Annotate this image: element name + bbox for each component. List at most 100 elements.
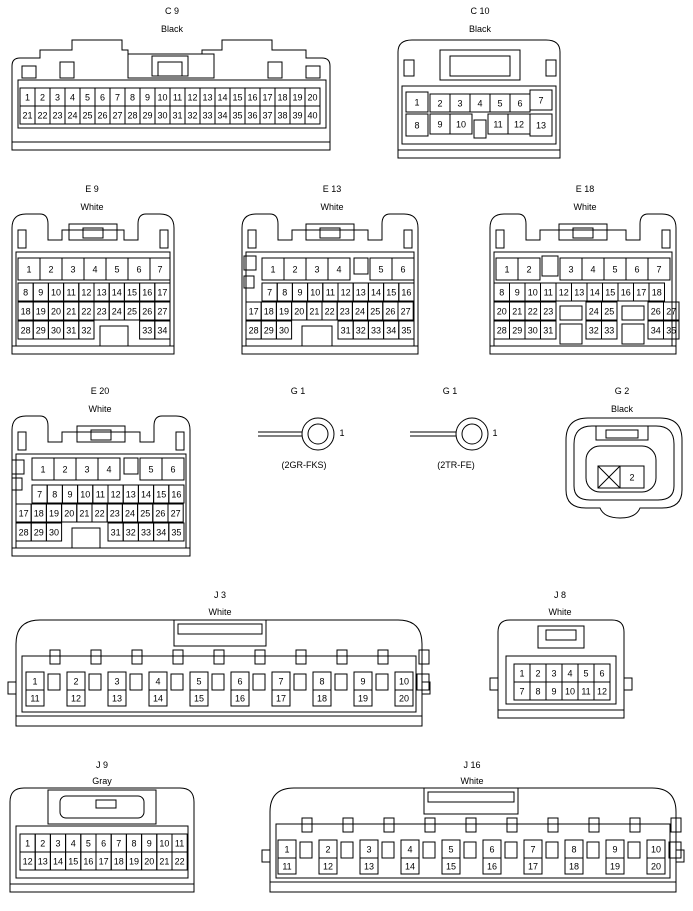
pin-number: 30 — [51, 326, 61, 336]
j9-name: J 9 — [95, 760, 108, 770]
c10-name: C 10 — [470, 6, 490, 16]
pin-number: 7 — [278, 677, 283, 687]
pin-number: 15 — [605, 288, 615, 298]
outline-rect — [541, 255, 559, 277]
pin-number: 9 — [551, 687, 556, 697]
pin-number: 28 — [497, 326, 507, 336]
pin-number: 12 — [71, 694, 81, 704]
ring-outer — [301, 417, 335, 451]
pin-number: 20 — [651, 862, 661, 872]
outline-rect — [17, 229, 27, 249]
outline-rect — [424, 817, 436, 833]
pin-number: 18 — [569, 862, 579, 872]
outline-rect — [172, 649, 184, 665]
pin-number: 6 — [100, 93, 105, 103]
pin-number: 32 — [187, 111, 197, 121]
pin-number: 3 — [457, 99, 462, 109]
pin-number: 12 — [514, 120, 524, 130]
outline-rect — [21, 655, 417, 713]
outline-rect — [495, 229, 505, 249]
outline-rect — [168, 522, 185, 542]
pin-number: 8 — [282, 288, 287, 298]
outline-rect — [398, 320, 415, 340]
pin-number: 17 — [528, 862, 538, 872]
pin-number: 9 — [38, 288, 43, 298]
e9-name: E 9 — [85, 184, 99, 194]
pin-number: 2 — [73, 677, 78, 687]
outline-rect — [131, 649, 143, 665]
pin-number: 21 — [66, 307, 76, 317]
outline-rect — [627, 841, 641, 859]
pin-number: 34 — [217, 111, 227, 121]
outline-rect — [319, 227, 341, 239]
pin-number: 14 — [371, 288, 381, 298]
pin-number: 20 — [294, 307, 304, 317]
g1b-pin: 1 — [492, 428, 498, 438]
pin-number: 32 — [126, 528, 136, 538]
pin-number: 27 — [157, 307, 167, 317]
e20-name: E 20 — [90, 386, 110, 396]
pin-number: 31 — [172, 111, 182, 121]
outline-rect — [545, 629, 577, 641]
outline-rect — [97, 457, 121, 481]
outline-rect — [68, 223, 118, 241]
outline-rect — [243, 255, 257, 271]
outline-rect — [547, 817, 559, 833]
outline-rect — [167, 503, 184, 523]
ring-outer — [455, 417, 489, 451]
pin-number: 15 — [232, 93, 242, 103]
pin-number: 16 — [142, 288, 152, 298]
pin-number: 10 — [528, 288, 538, 298]
pin-number: 17 — [19, 509, 29, 519]
pin-number: 18 — [21, 307, 31, 317]
outline-rect — [261, 849, 271, 863]
pin-number: 2 — [40, 93, 45, 103]
outline-path — [397, 39, 561, 159]
terminal-g1-2gr-fks — [258, 417, 335, 451]
e13-name: E 13 — [322, 184, 342, 194]
pin-number: 13 — [574, 288, 584, 298]
pin-number: 11 — [581, 687, 590, 697]
outline-rect — [421, 681, 431, 695]
outline-rect — [47, 673, 61, 691]
pin-number: 15 — [446, 862, 456, 872]
outline-rect — [336, 649, 348, 665]
outline-rect — [213, 649, 225, 665]
pin-number: 20 — [497, 307, 507, 317]
outline-rect — [359, 857, 379, 875]
outline-rect — [95, 799, 117, 809]
pin-number: 21 — [79, 509, 89, 519]
outline-rect — [623, 677, 633, 691]
pin-number: 35 — [232, 111, 242, 121]
outline-rect — [90, 429, 112, 441]
pin-number: 1 — [32, 677, 37, 687]
outline-rect — [545, 841, 559, 859]
pin-number: 32 — [81, 326, 91, 336]
e20-color: White — [88, 404, 112, 414]
pin-number: 29 — [142, 111, 152, 121]
pin-number: 31 — [66, 326, 76, 336]
pin-number: 23 — [97, 307, 107, 317]
pin-number: 12 — [597, 687, 607, 697]
outline-rect — [170, 673, 184, 691]
pin-number: 25 — [604, 307, 614, 317]
pin-number: 4 — [590, 265, 595, 275]
outline-rect — [159, 229, 169, 249]
outline-rect — [293, 673, 307, 691]
pin-number: 1 — [25, 93, 30, 103]
pin-number: 13 — [356, 288, 366, 298]
pin-number: 24 — [355, 307, 365, 317]
outline-path — [11, 213, 175, 355]
pin-number: 1 — [40, 465, 45, 475]
pin-number: 7 — [115, 93, 120, 103]
pin-number: 34 — [156, 528, 166, 538]
pin-number: 5 — [448, 845, 453, 855]
outline-rect — [529, 113, 553, 137]
outline-rect — [559, 305, 583, 321]
g1a-note: (2GR-FKS) — [281, 460, 327, 470]
pin-number: 25 — [127, 307, 137, 317]
pin-number: 11 — [175, 839, 184, 849]
pin-number: 36 — [247, 111, 257, 121]
